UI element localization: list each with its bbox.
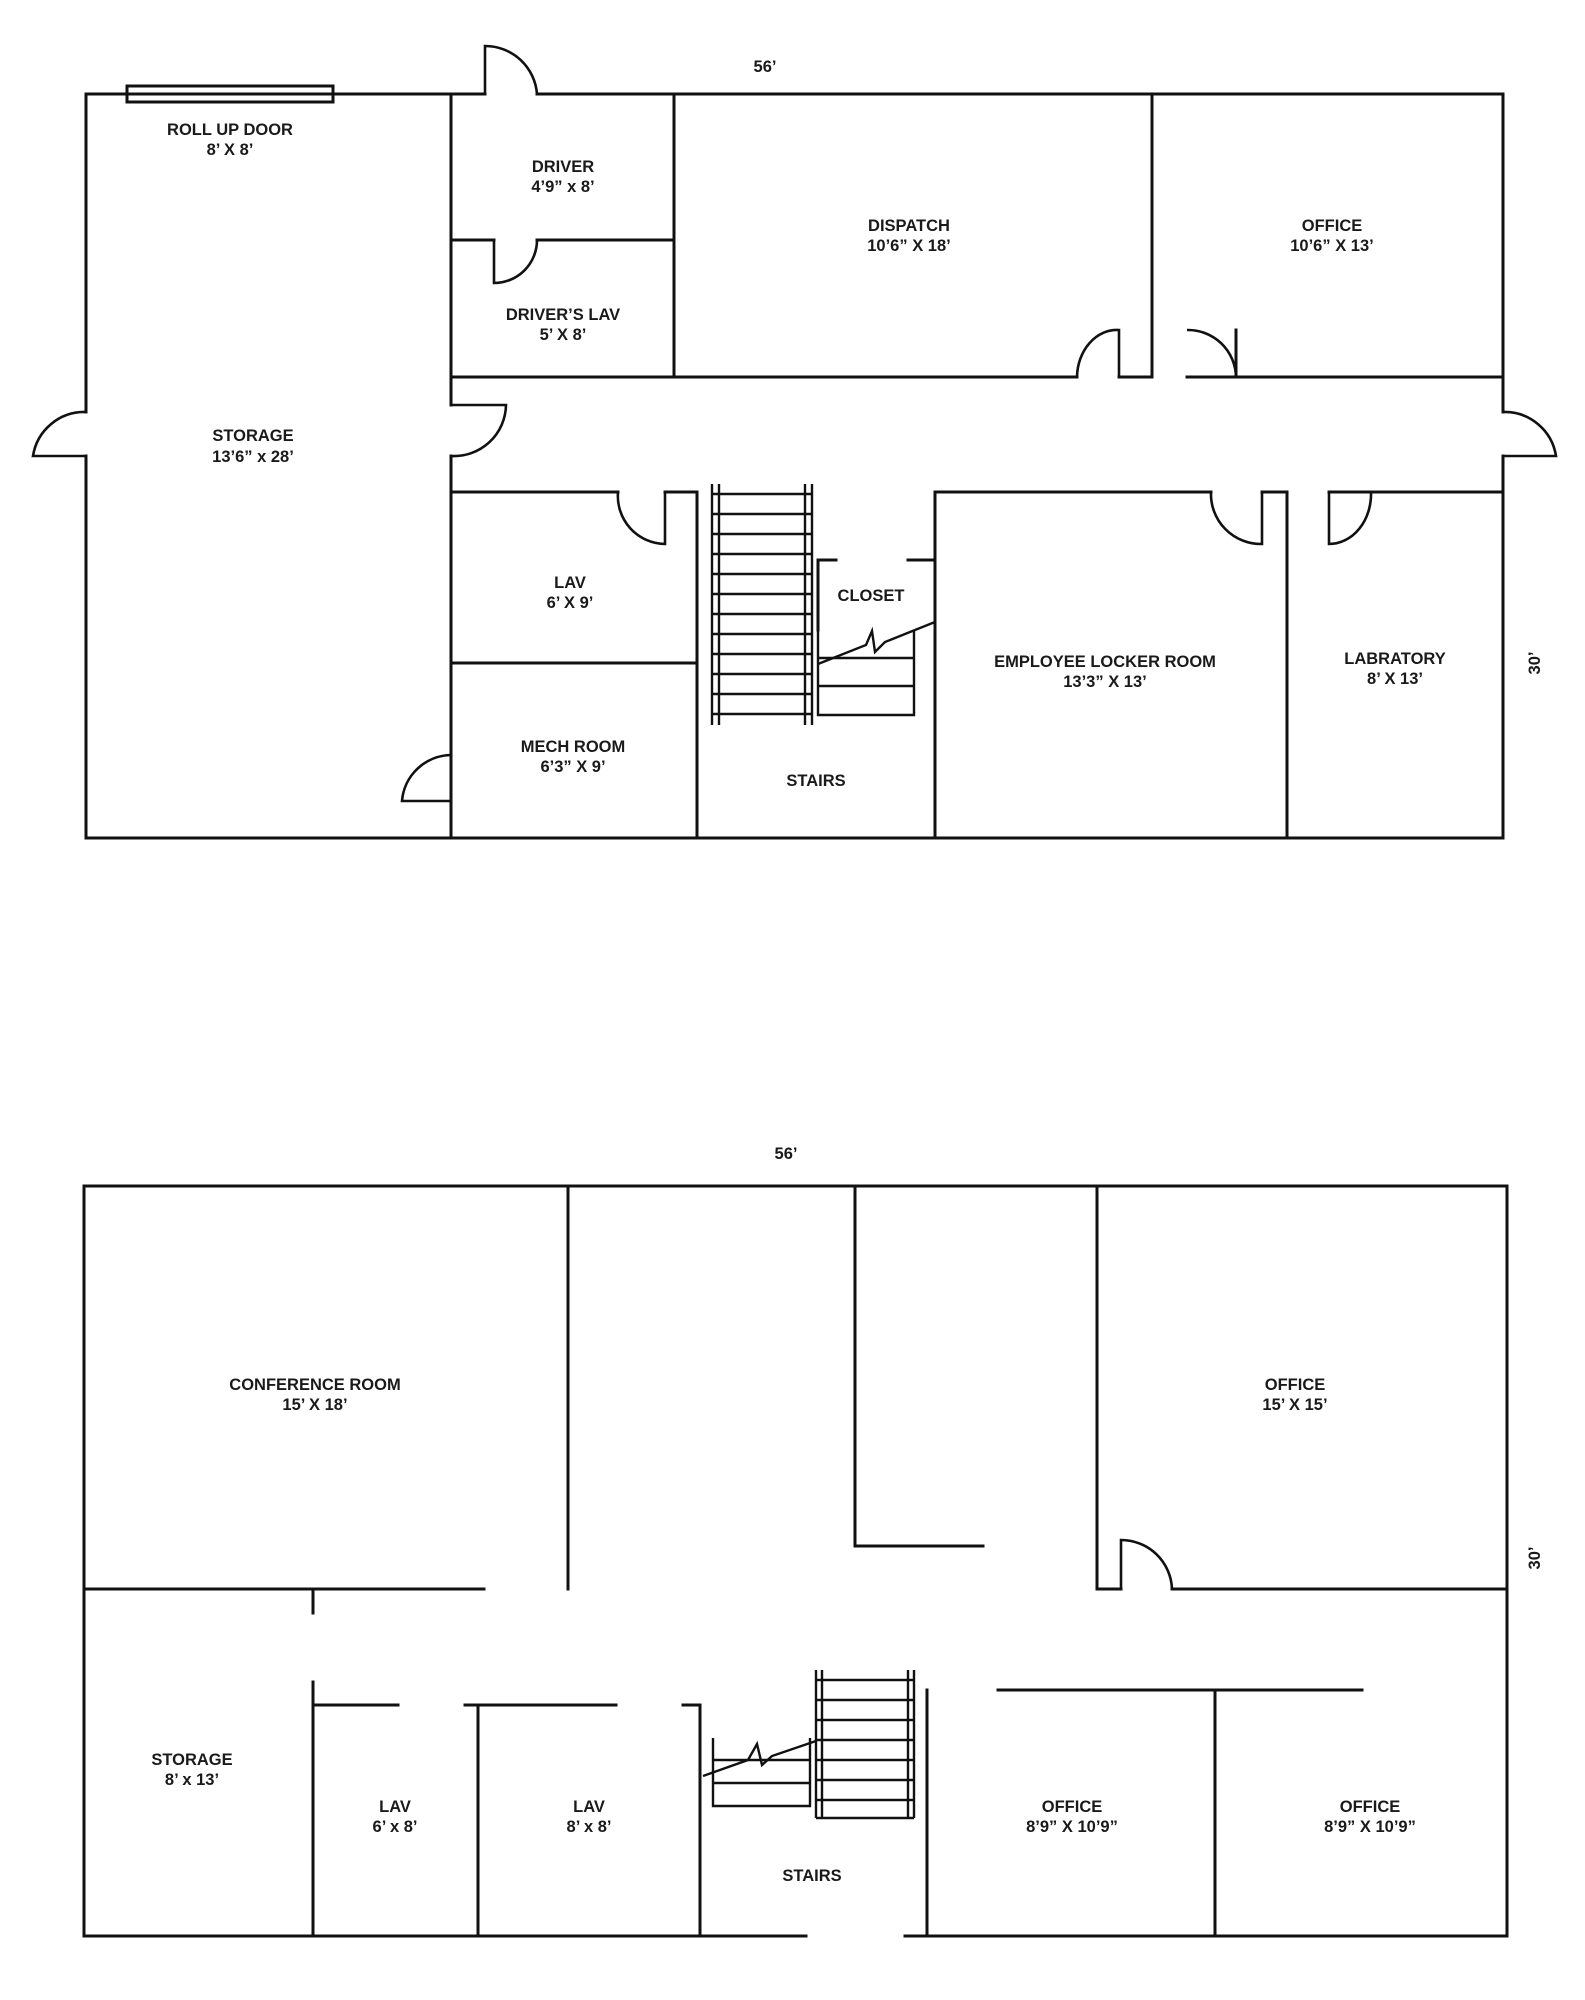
upper-width-dimension: 56’ (775, 1145, 798, 1163)
upper-office-3-label: OFFICE (1042, 1798, 1103, 1816)
door-swing-office (1186, 328, 1238, 378)
upper-lav-2-size: 8’ x 8’ (567, 1818, 612, 1836)
driver-room-walls (449, 92, 676, 379)
door-swing-lav (616, 491, 667, 546)
mech-room-label: MECH ROOM (521, 738, 626, 756)
upper-lav-1-size: 6’ x 8’ (373, 1818, 418, 1836)
roll-up-door-label: ROLL UP DOOR (167, 121, 293, 139)
ground-width-dimension: 56’ (754, 58, 777, 76)
upper-lav-2-label: LAV (573, 1798, 605, 1816)
upper-height-dimension: 30’ (1526, 1547, 1544, 1570)
upper-office-4-size: 8’9” X 10’9” (1324, 1818, 1416, 1836)
laboratory-label: LABRATORY (1344, 650, 1445, 668)
door-swing-east (1502, 410, 1558, 458)
door-swing-storage-corridor (450, 403, 508, 458)
office-15x15-size: 15’ X 15’ (1262, 1396, 1327, 1414)
door-swing-storage-west (31, 410, 87, 458)
door-swing-mech (400, 753, 452, 803)
ground-outer-walls (84, 92, 1505, 840)
driver-size: 4’9” x 8’ (531, 178, 594, 196)
office-upper-walls (1095, 1184, 1509, 1591)
dispatch-size: 10’6” X 18’ (867, 237, 950, 255)
upper-office-4-label: OFFICE (1340, 1798, 1401, 1816)
door-swing-lab (1327, 491, 1373, 546)
lav-label: LAV (554, 574, 586, 592)
office-label: OFFICE (1302, 217, 1363, 235)
locker-room-label: EMPLOYEE LOCKER ROOM (994, 653, 1216, 671)
upper-outer-walls (82, 1184, 1509, 1938)
roll-up-door-size: 8’ X 8’ (207, 141, 254, 159)
lav-size: 6’ X 9’ (547, 594, 594, 612)
upper-storage-size: 8’ x 13’ (165, 1771, 219, 1789)
office-15x15-label: OFFICE (1265, 1376, 1326, 1394)
storage-size: 13’6” x 28’ (212, 448, 294, 466)
driver-label: DRIVER (532, 158, 594, 176)
upper-floor-plan: 56’ 30’ CONFERENCE ROOM 15’ X 18’ OFFICE… (82, 1145, 1544, 1938)
conference-room-size: 15’ X 18’ (282, 1396, 347, 1414)
corridor-south-wall (449, 490, 1505, 840)
door-swing-locker (1209, 491, 1264, 546)
central-corridor-walls (853, 1184, 985, 1548)
lower-offices-walls (996, 1688, 1364, 1938)
storage-label: STORAGE (212, 427, 293, 445)
laboratory-size: 8’ X 13’ (1367, 670, 1423, 688)
conference-room-label: CONFERENCE ROOM (229, 1376, 400, 1394)
stairs-label: STAIRS (786, 772, 845, 790)
drivers-lav-size: 5’ X 8’ (540, 326, 587, 344)
door-swing-dispatch (1075, 328, 1121, 378)
locker-room-size: 13’3” X 13’ (1063, 673, 1146, 691)
mech-room-size: 6’3” X 9’ (540, 758, 605, 776)
drivers-lav-label: DRIVER’S LAV (506, 306, 620, 324)
ground-floor-plan: 56’ 30’ ROLL UP DOOR 8’ X 8’ STORAGE 13’… (31, 44, 1558, 840)
dispatch-label: DISPATCH (868, 217, 950, 235)
lav-walls (311, 1703, 702, 1938)
closet-walls (816, 490, 937, 840)
upper-office-3-size: 8’9” X 10’9” (1026, 1818, 1118, 1836)
conference-room-walls (82, 1184, 570, 1591)
roll-up-door-symbol (125, 84, 335, 104)
upper-storage-label: STORAGE (151, 1751, 232, 1769)
ground-stairs (710, 484, 936, 725)
door-swing-driver-lav (492, 239, 539, 285)
upper-stairs-label: STAIRS (782, 1867, 841, 1885)
ground-height-dimension: 30’ (1526, 652, 1544, 675)
door-swing-top (483, 44, 539, 95)
upper-stairs (702, 1670, 916, 1820)
door-swing-upper-office (1119, 1538, 1174, 1590)
office-size: 10’6” X 13’ (1290, 237, 1373, 255)
closet-label: CLOSET (838, 587, 905, 605)
upper-lav-1-label: LAV (379, 1798, 411, 1816)
